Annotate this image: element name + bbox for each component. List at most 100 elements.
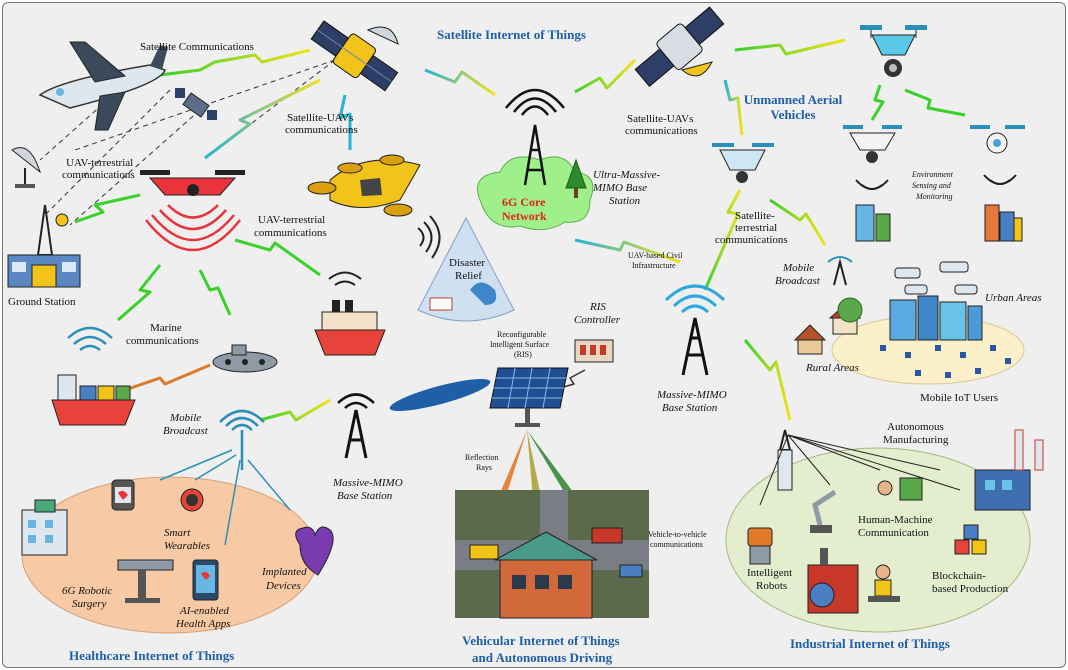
link-label-sat-terr-3: communications	[715, 234, 788, 246]
health-app-phone-icon	[192, 559, 219, 601]
ground-station-label: Ground Station	[8, 296, 76, 308]
mobile-broadcast-right-2: Broadcast	[775, 275, 820, 287]
industrial-region	[725, 447, 1031, 633]
factory-icon	[974, 429, 1044, 511]
link-drone-sensing-2	[904, 88, 966, 117]
tree-icon	[565, 158, 587, 198]
link-label-sat-terr-2: terrestrial	[735, 222, 778, 234]
sensing-drone-right	[970, 125, 1025, 154]
mmimo-center-signal	[664, 284, 726, 314]
mobile-broadcast-left-1: Mobile	[170, 412, 202, 424]
blockchain-label-2: based Production	[932, 583, 1009, 595]
satellite-iot-title: Satellite Internet of Things	[437, 27, 586, 42]
implanted-1: Implanted	[262, 566, 307, 578]
mobile-broadcast-left-2: Broadcast	[163, 425, 208, 437]
smart-wearables-2: Wearables	[164, 540, 211, 552]
link-uav-civil	[574, 238, 681, 264]
ris-label-3: (RIS)	[514, 350, 532, 359]
worker-icon	[868, 564, 900, 602]
industrial-links	[759, 434, 961, 506]
mmimo-left-signal	[337, 393, 375, 409]
robot-arm-icon	[810, 489, 837, 533]
link-uav-terr-left	[74, 193, 141, 224]
robots-label-1: Intelligent	[747, 567, 793, 579]
ai-health-1: AI-enabled	[180, 605, 229, 617]
fitness-watch-icon	[180, 488, 204, 512]
link-plane-satellite	[159, 48, 311, 77]
link-uav-marine-2	[198, 269, 232, 316]
wireless-links	[74, 38, 966, 422]
hospital-icon	[21, 499, 68, 556]
link-health-bs	[259, 398, 331, 422]
blockchain-label-1: Blockchain-	[932, 570, 986, 582]
link-label-sat-uav-right-1: Satellite-UAVs	[627, 113, 694, 125]
small-satellite-icon	[175, 88, 217, 120]
link-label-uav-terr-left-2: communications	[62, 169, 135, 181]
drone-icon-mid	[712, 143, 774, 183]
disaster-content	[429, 282, 497, 311]
ultra-mimo-label-3: Station	[609, 195, 641, 207]
cruise-wifi	[328, 271, 362, 286]
env-label-1: Environment	[912, 170, 954, 179]
link-label-v2v-1: Vehicle-to-vehicle	[648, 530, 707, 539]
iot-user-devices	[880, 345, 1011, 378]
airplane-icon	[38, 41, 168, 131]
red-drone-icon	[140, 170, 245, 196]
smart-wearables-1: Smart	[164, 527, 191, 539]
link-bs-industry	[743, 339, 792, 421]
satellite-icon-right	[634, 6, 725, 88]
health-links	[159, 449, 291, 546]
healthcare-iot-title: Healthcare Internet of Things	[69, 648, 235, 663]
passenger-drone-signal	[417, 215, 441, 259]
submarine-icon	[212, 344, 278, 373]
link-uav-marine-1	[117, 264, 162, 322]
link-label-marine-2: communications	[126, 335, 199, 347]
robots-label-2: Robots	[756, 580, 788, 592]
link-label-uav-civil-2: Infrastructure	[632, 261, 676, 270]
autonomous-mfg-1: Autonomous	[887, 421, 944, 433]
link-core-satellite2	[574, 58, 637, 94]
link-label-satellite-communications: Satellite Communications	[140, 41, 254, 53]
ris-controller-label-1: RIS	[590, 301, 606, 313]
factory-building-icon	[807, 548, 859, 614]
ground-dish-icon	[11, 147, 41, 188]
sensing-drone-left	[843, 125, 902, 163]
vehicular-iot-title-1: Vehicular Internet of Things	[462, 633, 620, 648]
mmimo-center-tower	[681, 317, 709, 376]
hmc-icon	[877, 477, 923, 501]
mmimo-left-label-2: Base Station	[337, 490, 393, 502]
link-label-marine-1: Marine	[150, 322, 182, 334]
env-label-3: Monitoring	[916, 192, 953, 201]
link-label-v2v-2: communications	[650, 540, 703, 549]
satellite-dish-right	[680, 61, 713, 77]
ground-station-icon	[7, 204, 81, 288]
link-label-sat-uav-left-1: Satellite-UAVs	[287, 112, 354, 124]
red-signal-arcs	[145, 204, 241, 252]
industrial-tower	[777, 429, 793, 491]
link-uav-terr-mid	[234, 238, 321, 277]
link-label-sat-terr-1: Satellite-	[735, 210, 775, 222]
mmimo-left-label-1: Massive-MIMO	[333, 477, 403, 489]
link-sat-uav-left	[338, 94, 352, 150]
cargo-ship-icon	[51, 374, 136, 426]
ultra-mimo-label-2: MIMO Base	[593, 182, 648, 194]
link-label-uav-terr-mid-1: UAV-terrestrial	[258, 214, 326, 226]
vehicular-scene	[455, 490, 649, 619]
ai-health-2: Health Apps	[176, 618, 231, 630]
smartwatch-icon	[111, 479, 135, 511]
link-drone-sensing-1	[870, 84, 885, 121]
core-label-2: Network	[502, 209, 547, 223]
health-broadcast-tower	[219, 409, 265, 470]
vehicular-iot-title-2: and Autonomous Driving	[472, 650, 613, 665]
link-satellite-core	[424, 68, 496, 97]
disaster-label-2: Relief	[455, 270, 482, 282]
autonomous-mfg-2: Manufacturing	[883, 434, 949, 446]
implanted-2: Devices	[266, 580, 301, 592]
mobile-broadcast-right-1: Mobile	[783, 262, 815, 274]
link-label-uav-terr-left-1: UAV-terrestrial	[66, 157, 134, 169]
cruise-ship-icon	[314, 300, 386, 356]
broadcast-tower-right	[827, 256, 853, 286]
passenger-drone-icon	[307, 154, 421, 217]
urban-buildings	[889, 261, 983, 341]
